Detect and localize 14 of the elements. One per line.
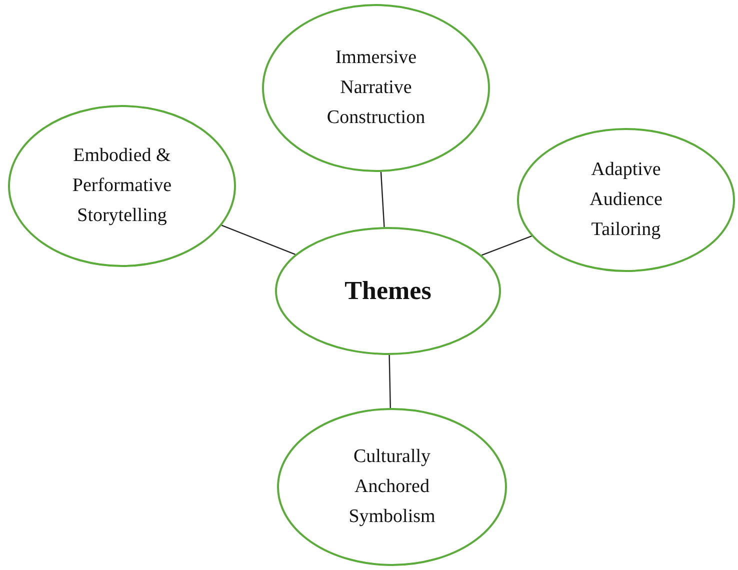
theme-label: Culturally Anchored Symbolism — [348, 445, 436, 529]
connector-line — [388, 354, 391, 408]
theme-label: Immersive Narrative Construction — [326, 46, 426, 130]
connector-line — [481, 236, 532, 256]
topic-ellipse — [275, 227, 501, 355]
theme-label: Embodied & Performative Storytelling — [71, 144, 173, 228]
topic-ellipse — [262, 4, 490, 172]
connector-line — [221, 224, 296, 255]
connector-line — [380, 172, 385, 228]
topic-ellipse — [277, 408, 507, 566]
theme-label: Adaptive Audience Tailoring — [588, 158, 664, 242]
central-theme-label: Themes — [344, 276, 432, 306]
topic-ellipse — [517, 128, 735, 272]
topic-ellipse — [8, 105, 236, 267]
